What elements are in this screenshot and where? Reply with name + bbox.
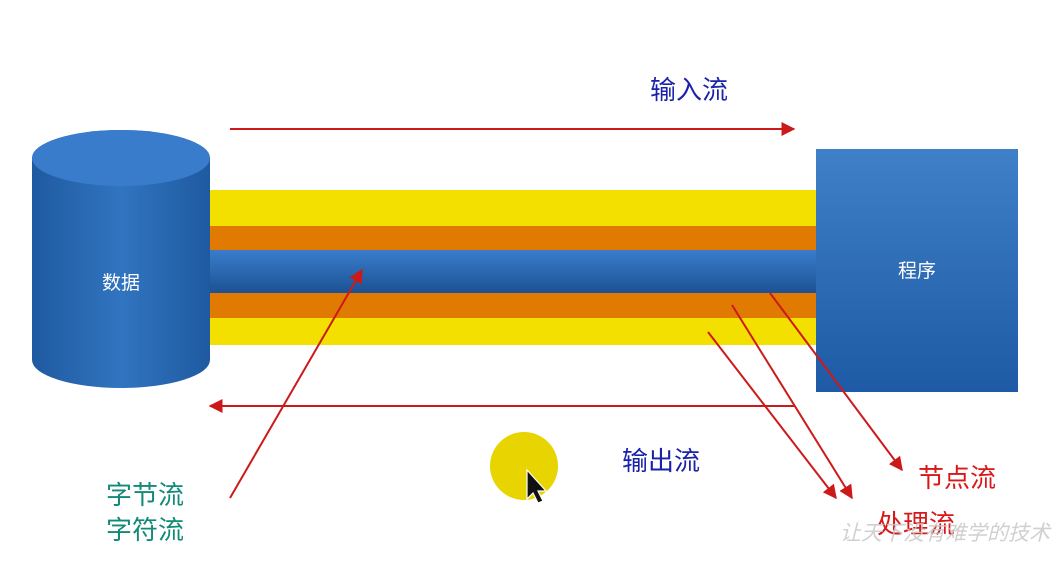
mouse-pointer-icon: [526, 468, 548, 504]
yellow-band-top: [210, 190, 818, 226]
byte-stream-label: 字节流: [106, 481, 184, 511]
orange-band-top: [210, 226, 818, 250]
yellow-band-bottom: [210, 318, 818, 345]
node-stream-arrow: [769, 292, 903, 472]
data-cylinder: [32, 130, 210, 388]
blue-core-band: [210, 250, 818, 293]
watermark-text: 让天下没有难学的技术: [840, 521, 1052, 545]
processing-stream-label: 处理流: [877, 510, 955, 540]
byte-char-pointer-arrow: [229, 268, 363, 499]
program-label: 程序: [898, 260, 936, 282]
output-stream-label: 输出流: [622, 447, 700, 477]
stream-pipe: [210, 190, 818, 345]
input-stream-label: 输入流: [650, 76, 728, 106]
char-stream-label: 字符流: [106, 516, 184, 546]
processing-stream-arrow-2: [707, 331, 837, 500]
data-source-label: 数据: [102, 272, 140, 294]
processing-stream-arrow-1: [731, 304, 853, 500]
cursor-halo: [490, 432, 558, 500]
program-box: [816, 149, 1018, 392]
orange-band-bottom: [210, 293, 818, 318]
node-stream-label: 节点流: [918, 464, 996, 494]
